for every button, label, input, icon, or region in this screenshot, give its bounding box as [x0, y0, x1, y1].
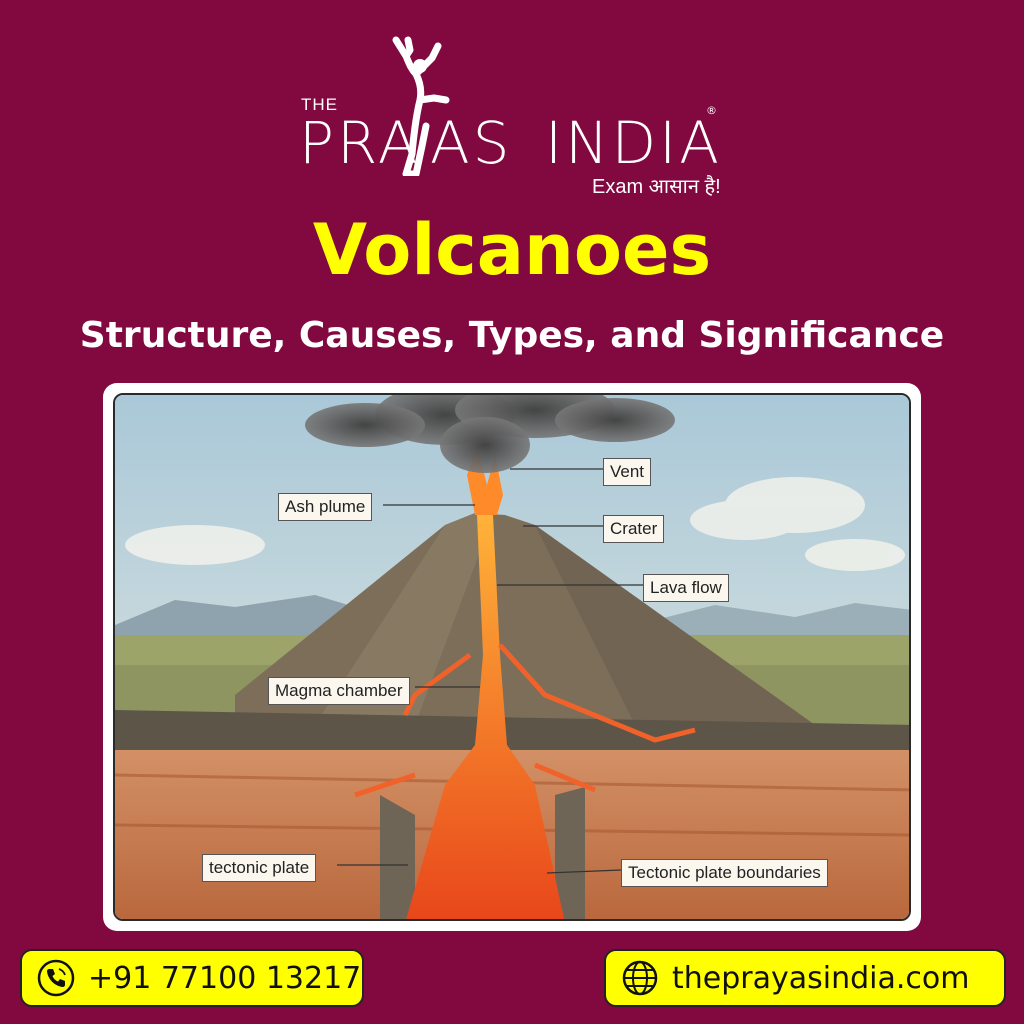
label-vent: Vent [603, 458, 652, 486]
phone-number: +91 77100 13217 [88, 960, 362, 996]
label-crater: Crater [603, 515, 665, 543]
label-magma-chamber: Magma chamber [268, 677, 410, 705]
page-title: Volcanoes [312, 209, 712, 291]
page-subtitle: Structure, Causes, Types, and Significan… [79, 315, 945, 356]
logo-india-text: INDIA [545, 109, 722, 177]
registered-mark: ® [706, 104, 717, 117]
label-ash-plume: Ash plume [278, 493, 373, 521]
logo-the-text: THE [301, 95, 338, 114]
logo-pra-text: PRA [299, 109, 421, 177]
phone-contact[interactable]: +91 77100 13217 [20, 949, 364, 1007]
label-tectonic-plate-boundaries: Tectonic plate boundaries [621, 859, 828, 887]
volcano-illustration [115, 395, 909, 919]
volcano-cross-section: Vent Ash plume Crater Lava flow Magma ch… [113, 393, 911, 921]
illustration-card: Vent Ash plume Crater Lava flow Magma ch… [103, 383, 921, 931]
label-tectonic-plate: tectonic plate [202, 854, 317, 882]
globe-icon [622, 960, 658, 996]
website-url: theprayasindia.com [672, 960, 970, 996]
brand-logo: THE PRA AS INDIA ® Exam आसान है! [0, 36, 1024, 198]
phone-icon [37, 959, 75, 997]
logo-tagline: Exam आसान है! [592, 176, 721, 198]
website-contact[interactable]: theprayasindia.com [604, 949, 1006, 1007]
label-lava-flow: Lava flow [643, 574, 729, 602]
logo-as-text: AS [430, 109, 513, 177]
dancer-figure-icon [392, 36, 450, 176]
